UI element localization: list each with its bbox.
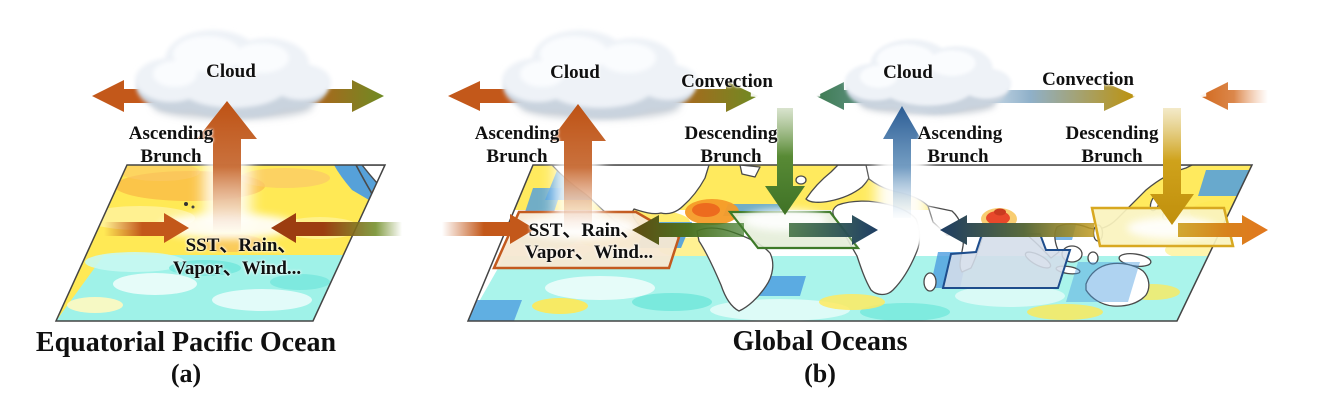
map-b-border — [466, 164, 1254, 322]
ascending1-b-line1: Ascending — [474, 123, 560, 144]
ascending2-b-line2: Brunch — [927, 146, 989, 167]
surface-inflow-arrow-b — [442, 214, 535, 244]
surface-trade-wind-left-arrow-b — [632, 215, 744, 245]
surface-level-arrows — [104, 213, 1268, 245]
surface-vars-b-line1: SST、Rain、 — [528, 220, 640, 241]
flow-glows — [160, 120, 1217, 245]
australia-data-box — [1066, 262, 1140, 302]
indian-ocean-region-box — [941, 233, 1072, 289]
ascending1-b-line2: Brunch — [486, 146, 548, 167]
surface-flow-left-arrow-b — [940, 215, 1094, 245]
cloud-b1-label: Cloud — [550, 62, 600, 83]
convection2-arrow — [985, 82, 1136, 111]
surface-outflow-right-arrow-b — [1178, 215, 1268, 245]
ascending-a-line1: Ascending — [128, 123, 214, 144]
descending2-b-line2: Brunch — [1081, 146, 1143, 167]
descending1-b-line1: Descending — [684, 123, 778, 144]
ascending-branch-arrow-a — [197, 101, 257, 233]
descending-branch1-arrow-b — [765, 108, 805, 215]
panel-a-tag: (a) — [170, 359, 202, 388]
surface-inflow-left-arrow-a — [104, 213, 189, 243]
surface-vars-a-line2: Vapor、Wind... — [172, 258, 302, 279]
panel-b-tag: (b) — [804, 359, 836, 388]
map-a-border — [54, 164, 387, 322]
descending-branch2-arrow-b — [1150, 108, 1194, 225]
surface-vars-a-line1: SST、Rain、 — [185, 235, 297, 256]
hotspot-caribbean — [685, 199, 739, 225]
ascending-a-line2: Brunch — [140, 146, 202, 167]
cloud-b2-label: Cloud — [883, 62, 933, 83]
ascending-branch2-arrow-b — [883, 106, 921, 218]
descending2-b-line1: Descending — [1065, 123, 1159, 144]
ascending2-b-line1: Ascending — [917, 123, 1003, 144]
surface-flow-right-arrow-b — [789, 215, 878, 245]
panel-a-caption: Equatorial Pacific Ocean — [35, 327, 337, 358]
convection2-label: Convection — [1042, 69, 1134, 90]
cloud-a-label: Cloud — [206, 61, 256, 82]
return-flow2-left-arrow — [1200, 82, 1268, 110]
convection1-label: Convection — [681, 71, 773, 92]
ascending-branch1-arrow-b — [550, 104, 606, 231]
panel-b-caption: Global Oceans — [732, 326, 908, 357]
descending1-b-line2: Brunch — [700, 146, 762, 167]
surface-inflow-right-arrow-a — [271, 213, 402, 243]
surface-vars-b-line2: Vapor、Wind... — [524, 242, 654, 263]
